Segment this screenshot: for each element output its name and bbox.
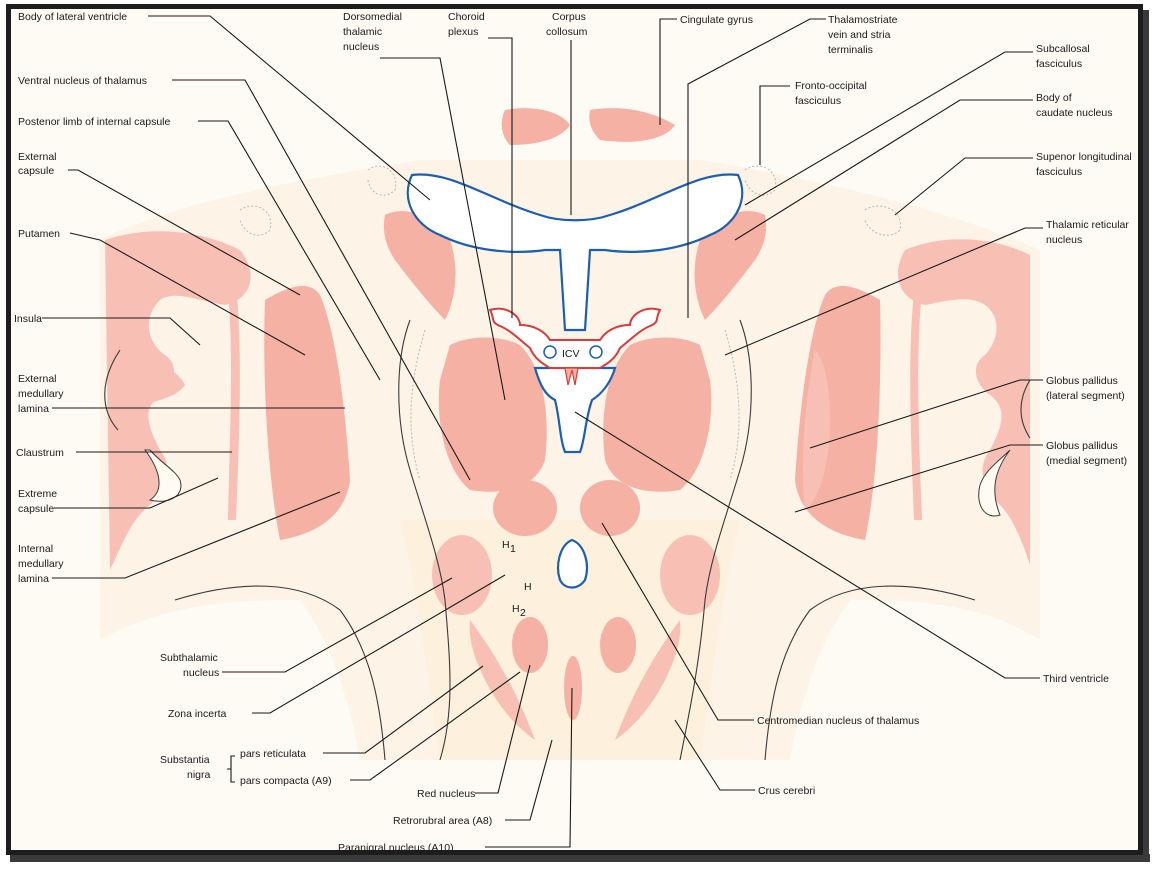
left-centromedian (493, 480, 557, 536)
label-thalamostriate-1: Thalamostriate (828, 14, 898, 26)
right-icv-circle (590, 346, 602, 358)
label-gp-lateral-1: Globus pallidus (1046, 375, 1118, 387)
label-body-lateral-ventricle: Body of lateral ventricle (18, 11, 127, 23)
label-dorsomedial-1: Dorsomedial (343, 11, 402, 23)
label-corpus-1: Corpus (552, 11, 586, 23)
label-corpus-2: collosum (546, 26, 588, 38)
label-subcallosal-1: Subcallosal (1036, 43, 1090, 55)
label-thalamostriate-2: vein and stria (828, 29, 891, 41)
label-sup-long-1: Supenor longitudinal (1036, 151, 1132, 163)
label-ext-med-lamina-2: medullary (18, 388, 64, 400)
right-subthalamic (660, 535, 720, 615)
left-thalamus (439, 338, 547, 492)
label-extreme-capsule-1: Extreme (18, 488, 57, 500)
h2-sub-label: 2 (520, 607, 526, 619)
label-pars-compacta: pars compacta (A9) (240, 775, 332, 787)
label-zona-incerta: Zona incerta (168, 708, 227, 720)
label-centromedian: Centromedian nucleus of thalamus (757, 715, 919, 727)
label-subthalamic-1: Subthalamic (160, 652, 218, 664)
label-gp-lateral-2: (lateral segment) (1046, 390, 1125, 402)
label-reticular-2: nucleus (1046, 234, 1082, 246)
label-fronto-1: Fronto-occipital (795, 80, 867, 92)
label-extreme-capsule-2: capsule (18, 503, 54, 515)
left-red-nucleus (512, 617, 548, 673)
label-cingulate: Cingulate gyrus (680, 14, 753, 26)
label-substantia-1: Substantia (160, 754, 210, 766)
label-caudate-2: caudate nucleus (1036, 107, 1112, 119)
right-red-nucleus (600, 617, 636, 673)
paranigral-nucleus (564, 656, 582, 720)
leader-cingulate (660, 19, 677, 125)
label-third-ventricle: Third ventricle (1043, 673, 1109, 685)
icv-label: ICV (562, 348, 580, 360)
h1-sub-label: 1 (510, 543, 516, 555)
label-choroid-2: plexus (448, 26, 478, 38)
label-int-med-lamina-3: lamina (18, 573, 49, 585)
h2-label: H (512, 603, 520, 615)
label-dorsomedial-3: nucleus (343, 41, 379, 53)
label-thalamostriate-3: terminalis (828, 44, 873, 56)
label-dorsomedial-2: thalamic (343, 26, 382, 38)
label-fronto-2: fasciculus (795, 95, 841, 107)
substantia-bracket (227, 756, 235, 782)
label-gp-medial-2: (medial segment) (1046, 455, 1127, 467)
label-external-capsule-1: External (18, 151, 57, 163)
label-ventral-nucleus: Ventral nucleus of thalamus (18, 75, 147, 87)
label-int-med-lamina-1: Internal (18, 543, 53, 555)
left-icv-circle (544, 346, 556, 358)
right-centromedian (580, 480, 640, 536)
label-choroid-1: Choroid (448, 11, 485, 23)
label-red-nucleus: Red nucleus (417, 788, 475, 800)
label-crus-cerebri: Crus cerebri (758, 785, 815, 797)
label-reticular-1: Thalamic reticular (1046, 219, 1129, 231)
label-claustrum: Claustrum (16, 447, 64, 459)
label-posterior-limb: Postenor limb of internal capsule (18, 116, 170, 128)
leader-fronto (760, 86, 790, 165)
leader-sup-long (895, 158, 1033, 215)
h1-label: H (502, 539, 510, 551)
label-ext-med-lamina-3: lamina (18, 403, 49, 415)
right-cingulate (589, 108, 675, 142)
label-caudate-1: Body of (1036, 92, 1072, 104)
h-label: H (524, 581, 532, 593)
label-paranigral: Paranigral nucleus (A10) (338, 842, 454, 854)
label-subcallosal-2: fasciculus (1036, 58, 1082, 70)
label-retrorubral: Retrorubral area (A8) (393, 815, 492, 827)
label-putamen: Putamen (18, 228, 60, 240)
label-ext-med-lamina-1: External (18, 373, 57, 385)
label-sup-long-2: fasciculus (1036, 166, 1082, 178)
label-gp-medial-1: Globus pallidus (1046, 440, 1118, 452)
label-int-med-lamina-2: medullary (18, 558, 64, 570)
right-thalamus (603, 338, 711, 492)
label-substantia-2: nigra (187, 769, 211, 781)
label-pars-reticulata: pars reticulata (240, 748, 306, 760)
label-external-capsule-2: capsule (18, 165, 54, 177)
label-insula: Insula (14, 313, 42, 325)
label-subthalamic-2: nucleus (183, 667, 219, 679)
